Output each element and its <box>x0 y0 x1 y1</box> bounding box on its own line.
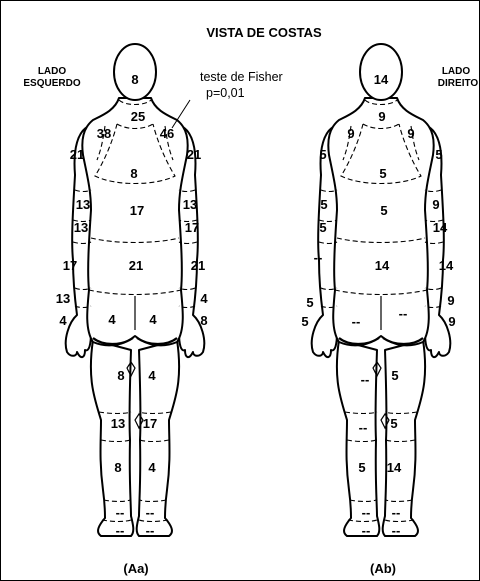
ab-calf-right: 14 <box>387 460 402 475</box>
ab-forearm-right: 14 <box>439 258 454 273</box>
aa-elbow-left: 13 <box>76 197 90 212</box>
aa-foot-left: -- <box>116 523 125 538</box>
ab-buttock-right: -- <box>399 306 408 321</box>
ab-ankle-left: -- <box>362 505 371 520</box>
aa-knee-left: 13 <box>111 416 125 431</box>
ab-upper-back: 5 <box>379 166 386 181</box>
ab-wrist-right: 9 <box>447 293 454 308</box>
aa-neck: 25 <box>131 109 145 124</box>
ab-calf-left: 5 <box>358 460 365 475</box>
aa-thigh-right: 4 <box>148 368 156 383</box>
aa-mid-back: 17 <box>130 203 144 218</box>
right-side-label-line1: LADO <box>442 66 471 77</box>
aa-buttock-left: 4 <box>108 312 116 327</box>
ab-upper-arm-right: 5 <box>435 147 442 162</box>
aa-forearm-right: 21 <box>191 258 205 273</box>
aa-hand-right: 8 <box>200 313 207 328</box>
ab-foot-left: -- <box>362 523 371 538</box>
ab-forearm-upper-left: 5 <box>319 220 326 235</box>
ab-knee-right: 5 <box>390 416 397 431</box>
aa-forearm-left: 17 <box>63 258 77 273</box>
ab-neck: 9 <box>378 109 385 124</box>
aa-thigh-left: 8 <box>117 368 124 383</box>
aa-upper-arm-right: 21 <box>187 147 201 162</box>
ab-buttock-left: -- <box>352 314 361 329</box>
aa-forearm-upper-left: 13 <box>74 220 88 235</box>
aa-calf-left: 8 <box>114 460 121 475</box>
ab-hand-right: 9 <box>448 314 455 329</box>
panel-caption-ab: (Ab) <box>370 561 396 576</box>
ab-elbow-left: 5 <box>320 197 327 212</box>
left-side-label-line2: ESQUERDO <box>23 78 80 89</box>
aa-elbow-right: 13 <box>183 197 197 212</box>
aa-shoulder-right: 46 <box>160 126 174 141</box>
aa-forearm-upper-right: 17 <box>185 220 199 235</box>
aa-ankle-right: -- <box>146 505 155 520</box>
ab-elbow-right: 9 <box>432 197 439 212</box>
ab-thigh-left: -- <box>361 372 370 387</box>
aa-foot-right: -- <box>146 523 155 538</box>
aa-ankle-left: -- <box>116 505 125 520</box>
aa-upper-back: 8 <box>130 166 137 181</box>
aa-wrist-right: 4 <box>200 291 208 306</box>
ab-mid-back: 5 <box>380 203 387 218</box>
ab-foot-right: -- <box>392 523 401 538</box>
ab-thigh-right: 5 <box>391 368 398 383</box>
ab-knee-left: -- <box>359 420 368 435</box>
aa-lower-back: 21 <box>129 258 143 273</box>
p-value-label: p=0,01 <box>206 86 245 100</box>
aa-knee-right: 17 <box>143 416 157 431</box>
ab-hand-left: 5 <box>301 314 308 329</box>
aa-buttock-right: 4 <box>149 312 157 327</box>
ab-wrist-left: 5 <box>306 295 313 310</box>
figure-title: VISTA DE COSTAS <box>206 25 322 40</box>
ab-shoulder-left: 9 <box>347 126 354 141</box>
aa-hand-left: 4 <box>59 313 67 328</box>
left-side-label-line1: LADO <box>38 66 67 77</box>
ab-forearm-upper-right: 14 <box>433 220 448 235</box>
ab-shoulder-right: 9 <box>407 126 414 141</box>
panel-caption-aa: (Aa) <box>123 561 148 576</box>
aa-calf-right: 4 <box>148 460 156 475</box>
ab-lower-back: 14 <box>375 258 390 273</box>
ab-ankle-right: -- <box>392 505 401 520</box>
fisher-test-label: teste de Fisher <box>200 70 283 84</box>
aa-head: 8 <box>131 72 138 87</box>
ab-upper-arm-left: 5 <box>319 147 326 162</box>
aa-shoulder-left: 38 <box>97 126 111 141</box>
ab-forearm-left: -- <box>314 250 323 265</box>
aa-upper-arm-left: 21 <box>70 147 84 162</box>
aa-wrist-left: 13 <box>56 291 70 306</box>
ab-head: 14 <box>374 72 389 87</box>
right-side-label-line2: DIREITO <box>438 78 479 89</box>
